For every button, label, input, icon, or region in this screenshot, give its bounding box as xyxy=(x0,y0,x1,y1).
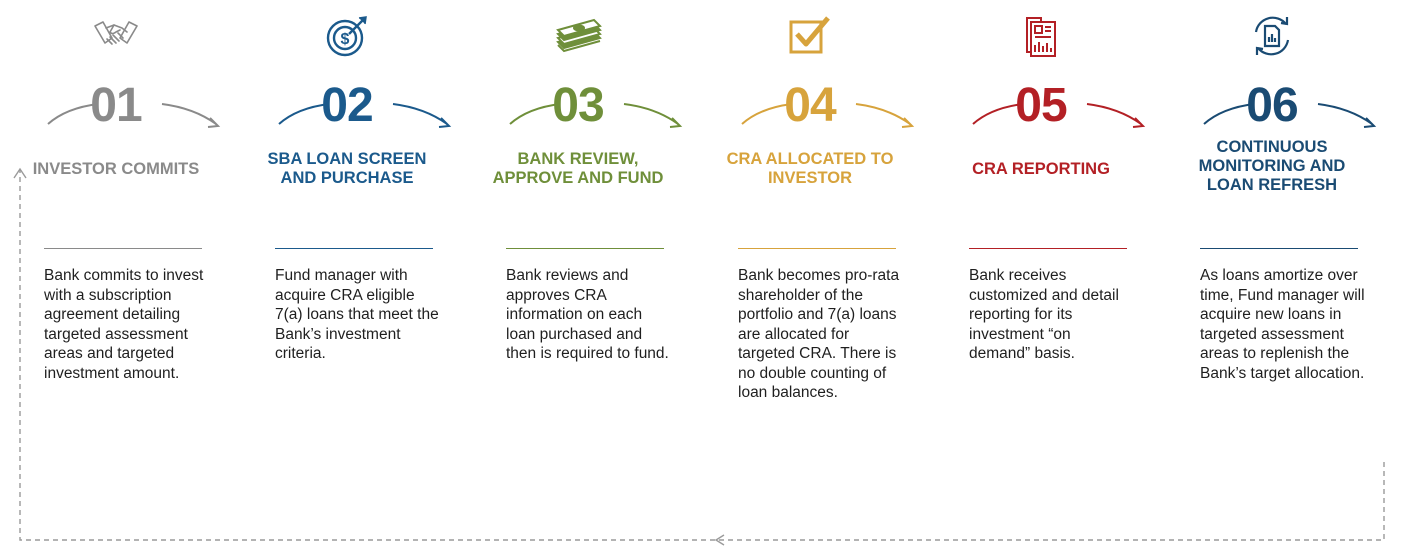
step-number: 05 xyxy=(1015,79,1067,132)
refresh-report-icon xyxy=(1254,16,1290,56)
step-04: 04 CRA ALLOCATED TO INVESTOR Bank become… xyxy=(694,0,926,500)
step-arc xyxy=(47,103,221,128)
step-title: CONTINUOUS MONITORING AND LOAN REFRESH xyxy=(1198,138,1346,194)
step-title: BANK REVIEW, APPROVE AND FUND xyxy=(492,150,664,187)
step-number: 04 xyxy=(784,79,836,132)
step-arc xyxy=(1203,103,1377,128)
step-number: 01 xyxy=(90,79,142,132)
step-divider xyxy=(275,248,433,249)
step-number: 03 xyxy=(552,79,604,132)
step-05: 05 CRA REPORTING Bank receives customize… xyxy=(925,0,1157,500)
dollar-target-icon: $ xyxy=(326,16,367,57)
svg-text:$: $ xyxy=(341,31,350,48)
step-divider xyxy=(738,248,896,249)
step-title: INVESTOR COMMITS xyxy=(32,160,200,178)
step-06: 06 CONTINUOUS MONITORING AND LOAN REFRES… xyxy=(1156,0,1388,500)
loop-arrowhead-mid xyxy=(714,534,725,546)
step-description: As loans amortize over time, Fund manage… xyxy=(1200,267,1365,382)
step-description: Bank becomes pro-rata shareholder of the… xyxy=(738,267,900,401)
step-divider xyxy=(44,248,202,249)
step-divider xyxy=(1200,248,1358,249)
step-divider xyxy=(506,248,664,249)
step-description: Bank reviews and approves CRA informatio… xyxy=(506,267,669,362)
step-02: $ 02 SBA LOAN SCREEN AND PURCHASE Fund m… xyxy=(231,0,463,500)
step-title: CRA ALLOCATED TO INVESTOR xyxy=(726,150,894,187)
step-arc xyxy=(741,103,915,128)
step-description: Fund manager with acquire CRA eligible 7… xyxy=(275,267,439,362)
step-number: 06 xyxy=(1246,79,1298,132)
checkbox-icon xyxy=(789,16,830,54)
step-arc xyxy=(972,103,1146,128)
step-description: Bank commits to invest with a subscripti… xyxy=(44,267,204,382)
step-01: 01 INVESTOR COMMITS Bank commits to inve… xyxy=(0,0,232,500)
step-title: CRA REPORTING xyxy=(972,160,1110,178)
step-03: 03 BANK REVIEW, APPROVE AND FUND Bank re… xyxy=(462,0,694,500)
handshake-icon xyxy=(94,21,138,45)
money-stack-icon xyxy=(556,18,602,53)
step-arc xyxy=(509,103,683,128)
step-description: Bank receives customized and detail repo… xyxy=(969,267,1119,362)
step-number: 02 xyxy=(321,79,373,132)
step-arc xyxy=(278,103,452,128)
step-divider xyxy=(969,248,1127,249)
step-title: SBA LOAN SCREEN AND PURCHASE xyxy=(267,150,427,187)
report-icon xyxy=(1026,17,1056,57)
